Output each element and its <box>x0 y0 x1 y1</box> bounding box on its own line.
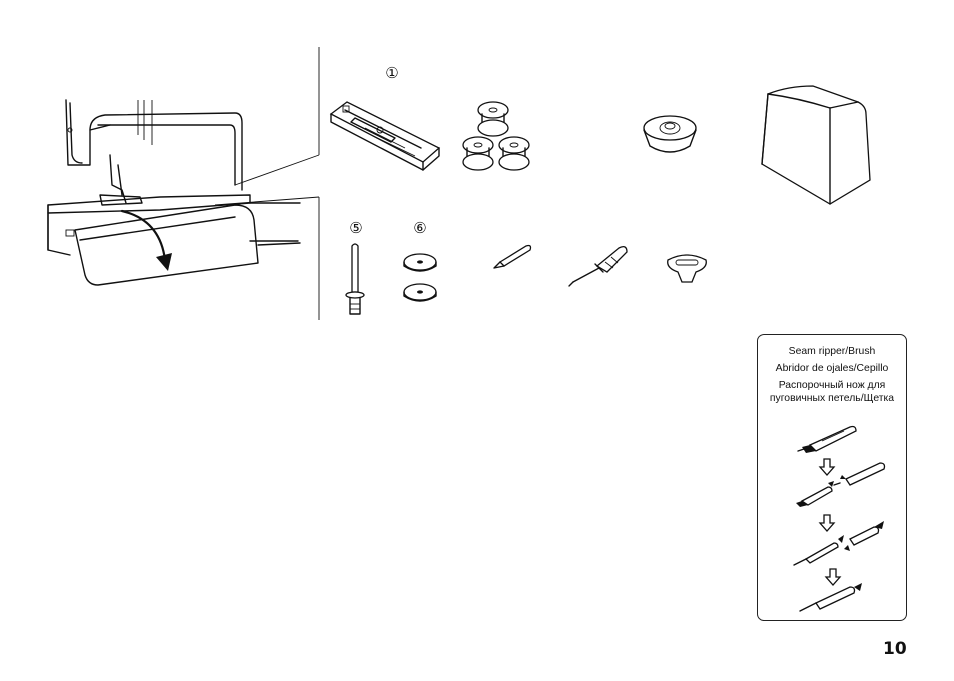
disc-screwdriver-icon <box>662 250 712 286</box>
pencil-icon <box>490 240 536 272</box>
item-marker-6: ⑥ <box>410 221 430 236</box>
info-line-russian-2: пуговичных петель/Щетка <box>758 392 906 405</box>
item-marker-1: ① <box>382 66 402 81</box>
spool-felts-icon <box>400 246 440 311</box>
spool-cap-icon <box>640 112 700 160</box>
seam-ripper-steps-illustration <box>788 417 898 617</box>
sewing-machine-illustration <box>30 45 322 325</box>
info-line-spanish: Abridor de ojales/Cepillo <box>758 362 906 375</box>
info-line-russian-1: Распорочный нож для <box>758 379 906 392</box>
buttonhole-foot-icon <box>325 96 445 176</box>
info-line-english: Seam ripper/Brush <box>758 345 906 358</box>
item-marker-5: ⑤ <box>346 221 366 236</box>
page-number: 10 <box>883 639 907 659</box>
screwdriver-icon <box>565 240 635 288</box>
bobbins-icon <box>460 100 540 175</box>
spool-pin-icon <box>343 242 367 320</box>
accessory-case-icon <box>758 84 876 208</box>
seam-ripper-info-box: Seam ripper/Brush Abridor de ojales/Cepi… <box>757 334 907 621</box>
